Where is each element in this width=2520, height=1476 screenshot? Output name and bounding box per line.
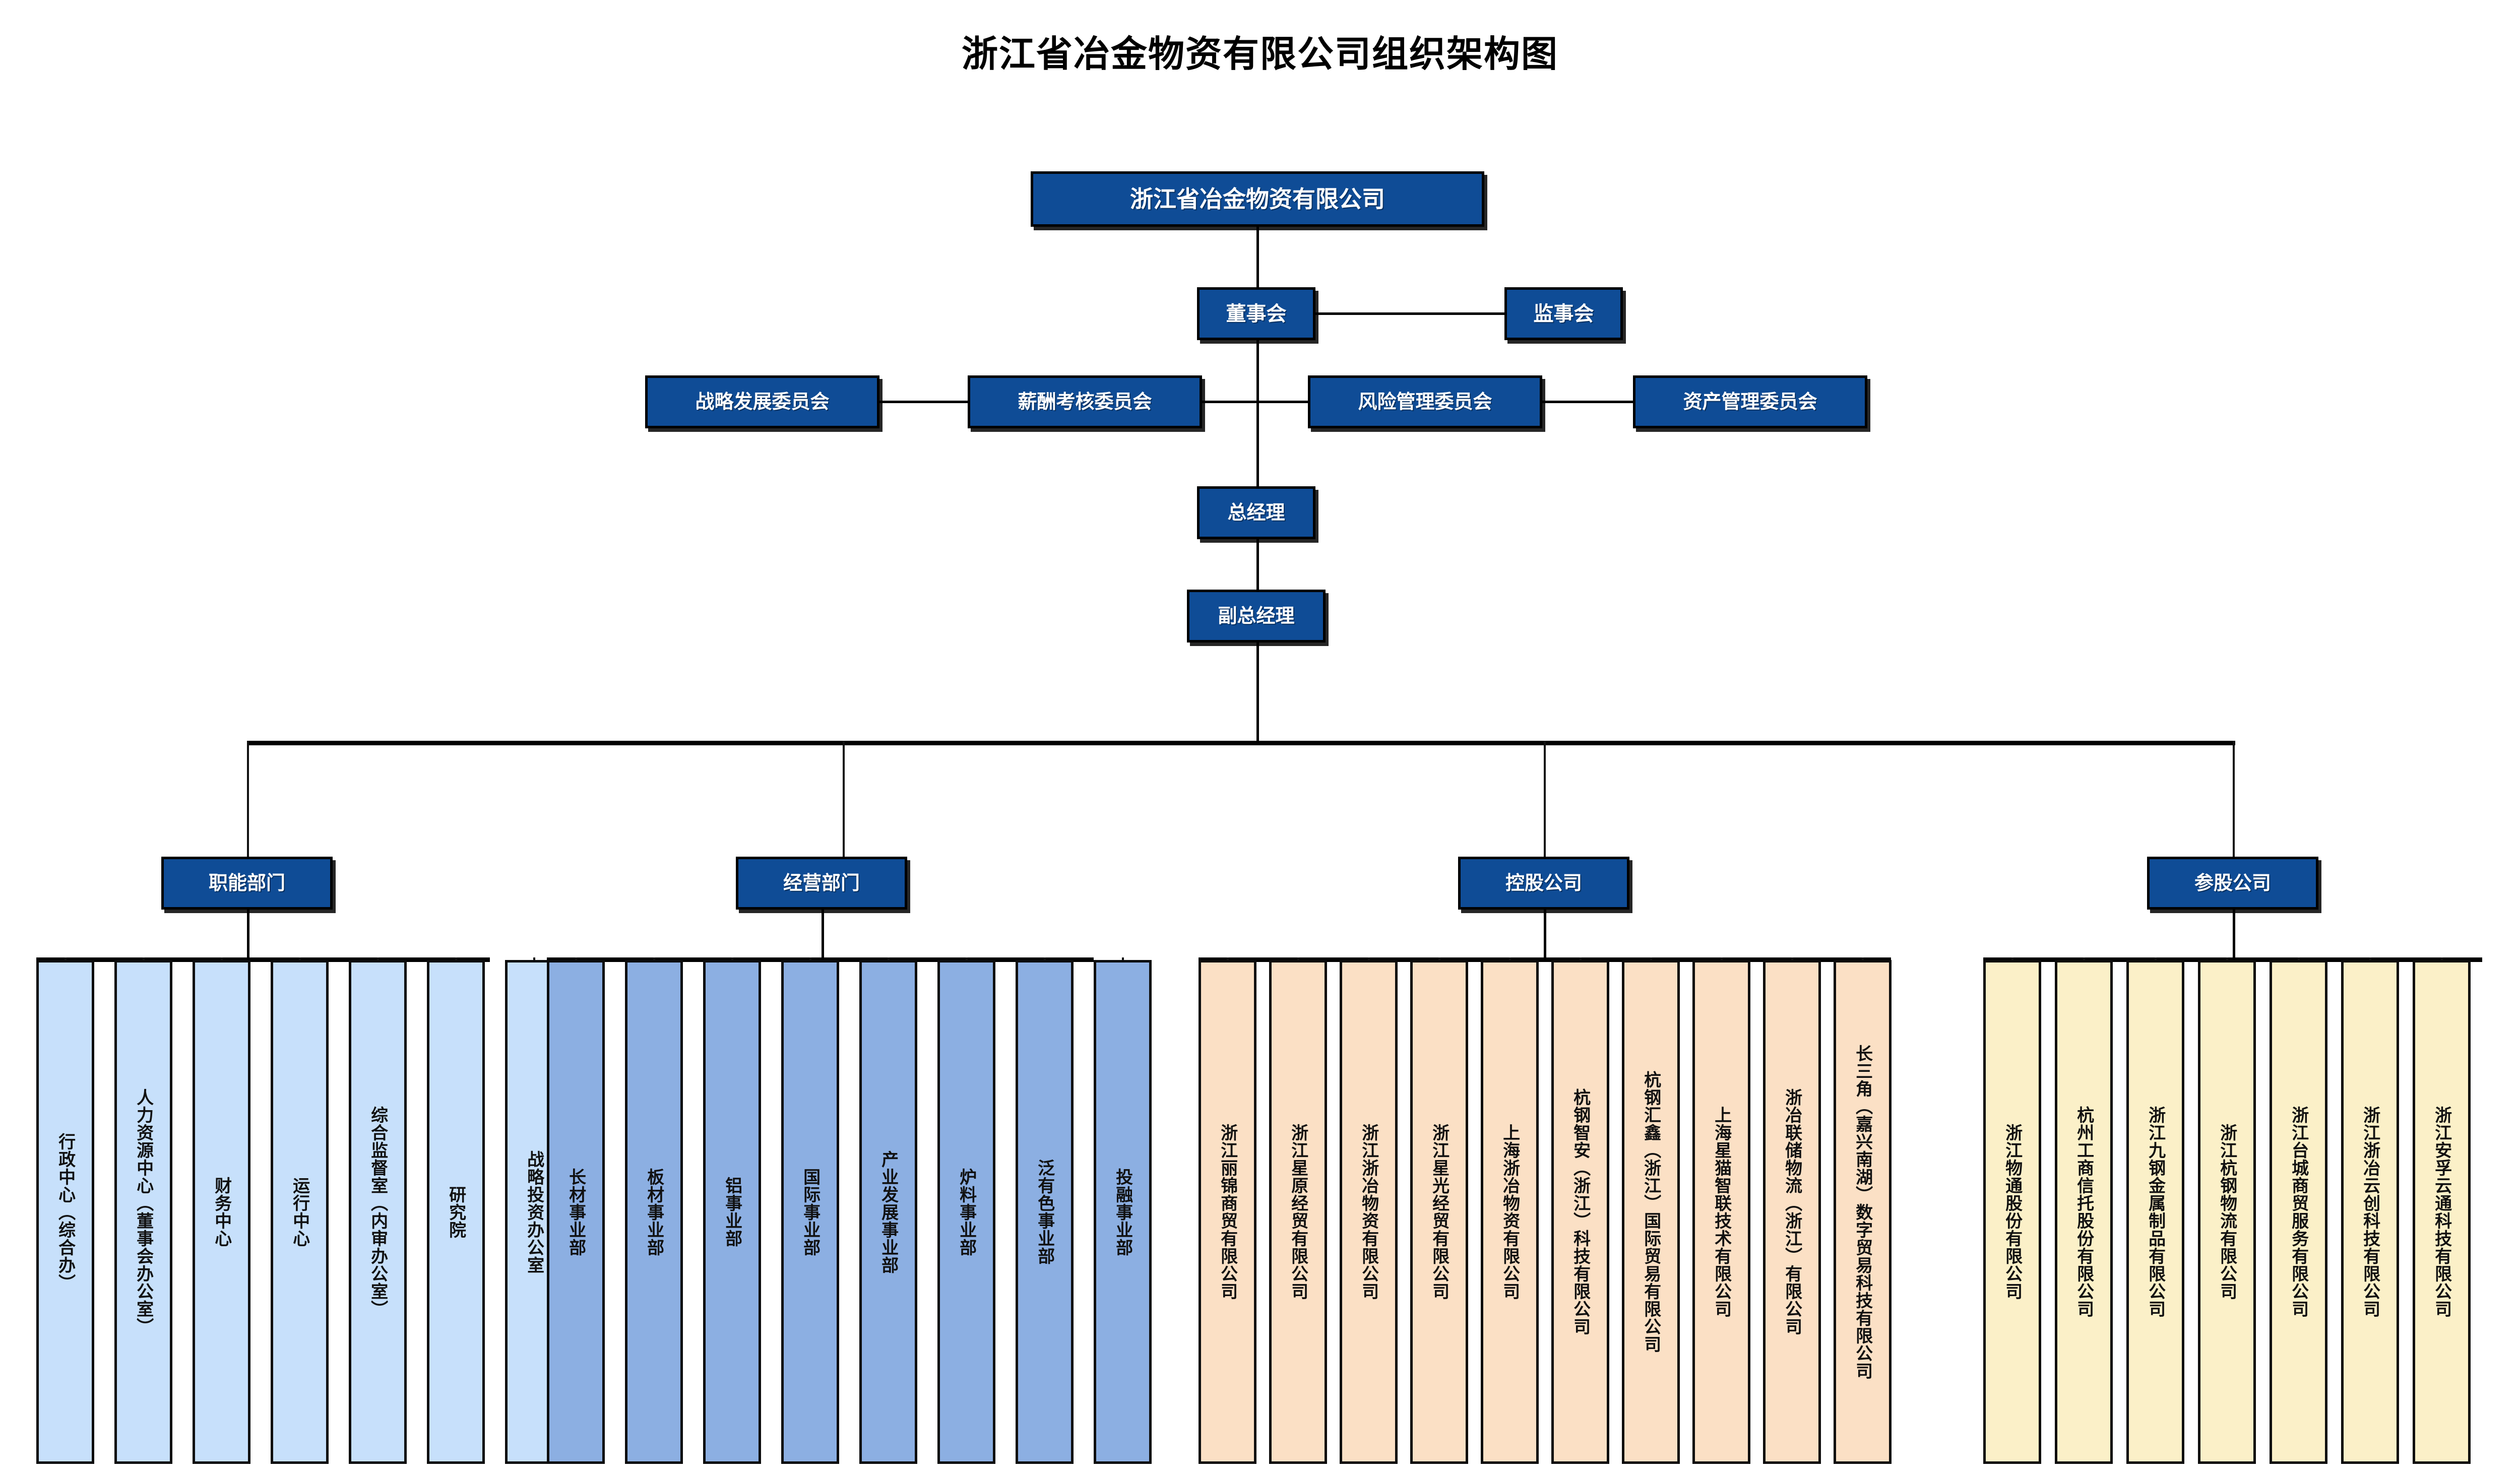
connector-functional-department-0 <box>64 957 67 960</box>
business-department-box[interactable]: 板材事业部 <box>625 960 683 1464</box>
holding-company-box[interactable]: 上海星猫智联技术有限公司 <box>1692 960 1750 1464</box>
holding-company-box[interactable]: 上海浙冶物资有限公司 <box>1481 960 1539 1464</box>
connector-business-department-3 <box>809 957 811 960</box>
connector-bus-to-group-0 <box>247 741 249 857</box>
connector-main-bus <box>247 741 2235 745</box>
holding-company-box[interactable]: 浙江星光经贸有限公司 <box>1410 960 1468 1464</box>
connector-bus-to-group-1 <box>843 741 845 857</box>
group-header-functional[interactable]: 职能部门 <box>161 857 333 910</box>
node-deputy-general-manager[interactable]: 副总经理 <box>1187 590 1326 643</box>
functional-department-box[interactable]: 综合监督室（内审办公室） <box>349 960 407 1464</box>
holding-company-box[interactable]: 浙江丽锦商贸有限公司 <box>1199 960 1256 1464</box>
connector-holding-company-7 <box>1720 957 1723 960</box>
connector-business-department-2 <box>731 957 733 960</box>
connector-holding-company-3 <box>1438 957 1440 960</box>
connector-holding-company-6 <box>1650 957 1652 960</box>
business-department-box[interactable]: 产业发展事业部 <box>859 960 917 1464</box>
connector-participation-company-3 <box>2226 957 2228 960</box>
connector-holding-company-8 <box>1791 957 1793 960</box>
functional-department-box[interactable]: 人力资源中心（董事会办公室） <box>114 960 172 1464</box>
connector-participation-company-4 <box>2297 957 2300 960</box>
connector-group-1-drop <box>822 910 824 960</box>
holding-company-box[interactable]: 杭钢智安（浙江）科技有限公司 <box>1551 960 1609 1464</box>
connector-functional-department-6 <box>533 957 535 960</box>
connector-business-department-7 <box>1121 957 1124 960</box>
node-general-manager[interactable]: 总经理 <box>1197 486 1315 539</box>
connector-gm-to-dgm <box>1256 539 1259 595</box>
participation-company-box[interactable]: 浙江杭钢物流有限公司 <box>2198 960 2256 1464</box>
business-department-box[interactable]: 国际事业部 <box>781 960 839 1464</box>
connector-holding-company-2 <box>1367 957 1370 960</box>
holding-company-box[interactable]: 浙江星原经贸有限公司 <box>1269 960 1327 1464</box>
connector-group-3-drop <box>2233 910 2235 960</box>
connector-business-department-6 <box>1043 957 1046 960</box>
connector-committee-2-3 <box>1542 401 1633 403</box>
business-department-box[interactable]: 长材事业部 <box>547 960 605 1464</box>
functional-department-box[interactable]: 财务中心 <box>193 960 250 1464</box>
functional-department-box[interactable]: 运行中心 <box>271 960 329 1464</box>
node-board[interactable]: 董事会 <box>1197 287 1315 340</box>
group-header-participation[interactable]: 参股公司 <box>2147 857 2318 910</box>
node-root[interactable]: 浙江省冶金物资有限公司 <box>1031 171 1484 227</box>
node-supervisors[interactable]: 监事会 <box>1504 287 1623 340</box>
participation-company-box[interactable]: 浙江台城商贸服务有限公司 <box>2270 960 2327 1464</box>
connector-participation-company-6 <box>2440 957 2443 960</box>
participation-company-box[interactable]: 杭州工商信托股份有限公司 <box>2055 960 2113 1464</box>
connector-participation-bus <box>1983 957 2482 962</box>
functional-department-box[interactable]: 行政中心（综合办） <box>36 960 94 1464</box>
connector-business-department-1 <box>653 957 655 960</box>
connector-holding-bus <box>1199 957 1891 962</box>
participation-company-box[interactable]: 浙江浙冶云创科技有限公司 <box>2341 960 2399 1464</box>
group-header-business[interactable]: 经营部门 <box>736 857 907 910</box>
participation-company-box[interactable]: 浙江九钢金属制品有限公司 <box>2126 960 2184 1464</box>
connector-functional-department-2 <box>220 957 223 960</box>
connector-board-to-supervisors <box>1315 312 1504 315</box>
connector-functional-department-5 <box>455 957 457 960</box>
group-header-holding[interactable]: 控股公司 <box>1458 857 1629 910</box>
connector-board-to-gm <box>1256 340 1259 486</box>
holding-company-box[interactable]: 浙江浙冶物资有限公司 <box>1340 960 1398 1464</box>
connector-holding-company-9 <box>1861 957 1864 960</box>
connector-participation-company-2 <box>2154 957 2157 960</box>
connector-business-bus <box>547 957 1094 962</box>
functional-department-box[interactable]: 研究院 <box>427 960 485 1464</box>
connector-bus-to-group-2 <box>1544 741 1546 857</box>
connector-functional-department-3 <box>298 957 301 960</box>
participation-company-box[interactable]: 浙江物通股份有限公司 <box>1983 960 2041 1464</box>
committee-box-1[interactable]: 薪酬考核委员会 <box>968 375 1202 428</box>
connector-group-0-drop <box>247 910 249 960</box>
connector-committee-1-2 <box>1202 401 1308 403</box>
committee-box-3[interactable]: 资产管理委员会 <box>1633 375 1867 428</box>
connector-holding-company-5 <box>1579 957 1582 960</box>
holding-company-box[interactable]: 杭钢汇鑫（浙江）国际贸易有限公司 <box>1622 960 1680 1464</box>
connector-group-2-drop <box>1544 910 1546 960</box>
page-title: 浙江省冶金物资有限公司组织架构图 <box>961 33 1558 75</box>
business-department-box[interactable]: 投融事业部 <box>1094 960 1152 1464</box>
connector-bus-to-group-3 <box>2233 741 2235 857</box>
business-department-box[interactable]: 铝事业部 <box>703 960 761 1464</box>
connector-holding-company-4 <box>1508 957 1511 960</box>
connector-root-to-board <box>1256 227 1259 302</box>
committee-box-2[interactable]: 风险管理委员会 <box>1308 375 1542 428</box>
committee-box-0[interactable]: 战略发展委员会 <box>645 375 879 428</box>
holding-company-box[interactable]: 长三角（嘉兴南湖）数字贸易科技有限公司 <box>1834 960 1892 1464</box>
connector-holding-company-1 <box>1297 957 1299 960</box>
connector-holding-company-0 <box>1226 957 1229 960</box>
business-department-box[interactable]: 泛有色事业部 <box>1016 960 1074 1464</box>
connector-functional-department-1 <box>142 957 145 960</box>
connector-functional-bus <box>36 957 490 962</box>
connector-participation-company-0 <box>2011 957 2013 960</box>
connector-business-department-4 <box>887 957 890 960</box>
connector-functional-department-4 <box>376 957 379 960</box>
participation-company-box[interactable]: 浙江安孚云通科技有限公司 <box>2413 960 2471 1464</box>
connector-business-department-5 <box>965 957 968 960</box>
connector-participation-company-5 <box>2369 957 2371 960</box>
business-department-box[interactable]: 炉料事业部 <box>937 960 995 1464</box>
connector-committee-0-1 <box>879 401 968 403</box>
connector-participation-company-1 <box>2083 957 2085 960</box>
holding-company-box[interactable]: 浙冶联储物流（浙江）有限公司 <box>1763 960 1821 1464</box>
connector-dgm-trunk <box>1256 643 1259 743</box>
connector-business-department-0 <box>575 957 577 960</box>
